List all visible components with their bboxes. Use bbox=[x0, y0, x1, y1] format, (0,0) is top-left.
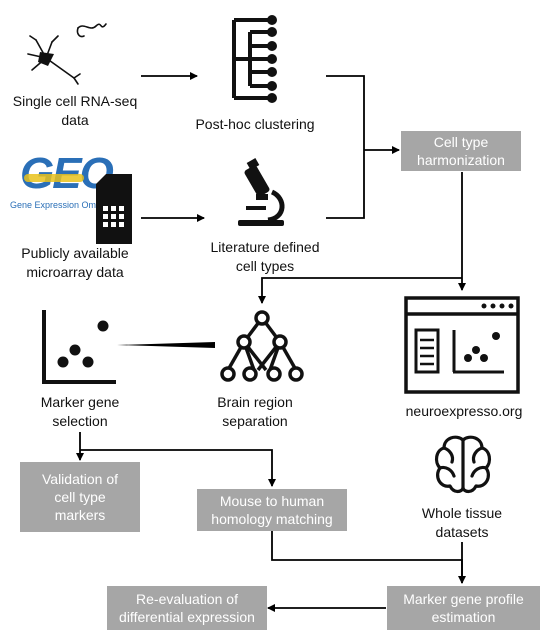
dendrogram-icon bbox=[232, 15, 277, 103]
arrow-marker-to-homology bbox=[80, 449, 276, 487]
neuron-icon bbox=[27, 23, 107, 85]
profile-estimation-box: Marker gene profile estimation bbox=[387, 586, 540, 630]
merge-to-harmonization bbox=[326, 75, 365, 219]
harmonization-line2: harmonization bbox=[417, 152, 505, 168]
literature-label: Literature defined cell types bbox=[210, 239, 320, 274]
hierarchy-network-icon bbox=[220, 310, 304, 382]
reevaluation-line1: Re-evaluation of bbox=[136, 591, 238, 607]
geo-logo-subtext: Gene Expression Omnibus bbox=[10, 200, 118, 210]
scatter-plot-icon bbox=[42, 310, 116, 384]
homology-box: Mouse to human homology matching bbox=[197, 489, 347, 531]
reevaluation-line2: differential expression bbox=[119, 609, 255, 625]
single-cell-label: Single cell RNA-seq data bbox=[12, 93, 138, 128]
microarray-label: Publicly available microarray data bbox=[21, 245, 129, 280]
taper-link-brain-to-marker bbox=[117, 342, 215, 348]
validation-line2: cell type bbox=[54, 489, 106, 505]
estimation-line2: estimation bbox=[431, 609, 496, 625]
harmonization-line1: Cell type bbox=[433, 134, 489, 150]
harmonization-box: Cell type harmonization bbox=[401, 131, 521, 171]
microarray-chip-icon bbox=[96, 174, 132, 244]
geo-logo-swoosh bbox=[24, 174, 84, 182]
browser-window-icon bbox=[404, 296, 520, 394]
validation-line3: markers bbox=[54, 507, 106, 523]
arrow-to-brain-region bbox=[258, 277, 462, 304]
validation-box: Validation of cell type markers bbox=[20, 462, 140, 532]
estimation-line1: Marker gene profile bbox=[403, 591, 524, 607]
website-label: neuroexpresso.org bbox=[405, 403, 523, 419]
validation-line1: Validation of bbox=[41, 471, 118, 487]
homology-line2: homology matching bbox=[211, 511, 333, 527]
brain-icon bbox=[434, 435, 492, 494]
microscope-icon bbox=[238, 158, 285, 226]
brain-region-label: Brain region separation bbox=[217, 394, 293, 429]
homology-line1: Mouse to human bbox=[219, 493, 325, 509]
geo-logo: GEO Gene Expression Omnibus bbox=[6, 150, 144, 218]
marker-selection-label: Marker gene selection bbox=[40, 394, 120, 429]
whole-tissue-label: Whole tissue datasets bbox=[421, 505, 503, 540]
reevaluation-box: Re-evaluation of differential expression bbox=[107, 586, 267, 630]
clustering-label: Post-hoc clustering bbox=[195, 116, 315, 132]
